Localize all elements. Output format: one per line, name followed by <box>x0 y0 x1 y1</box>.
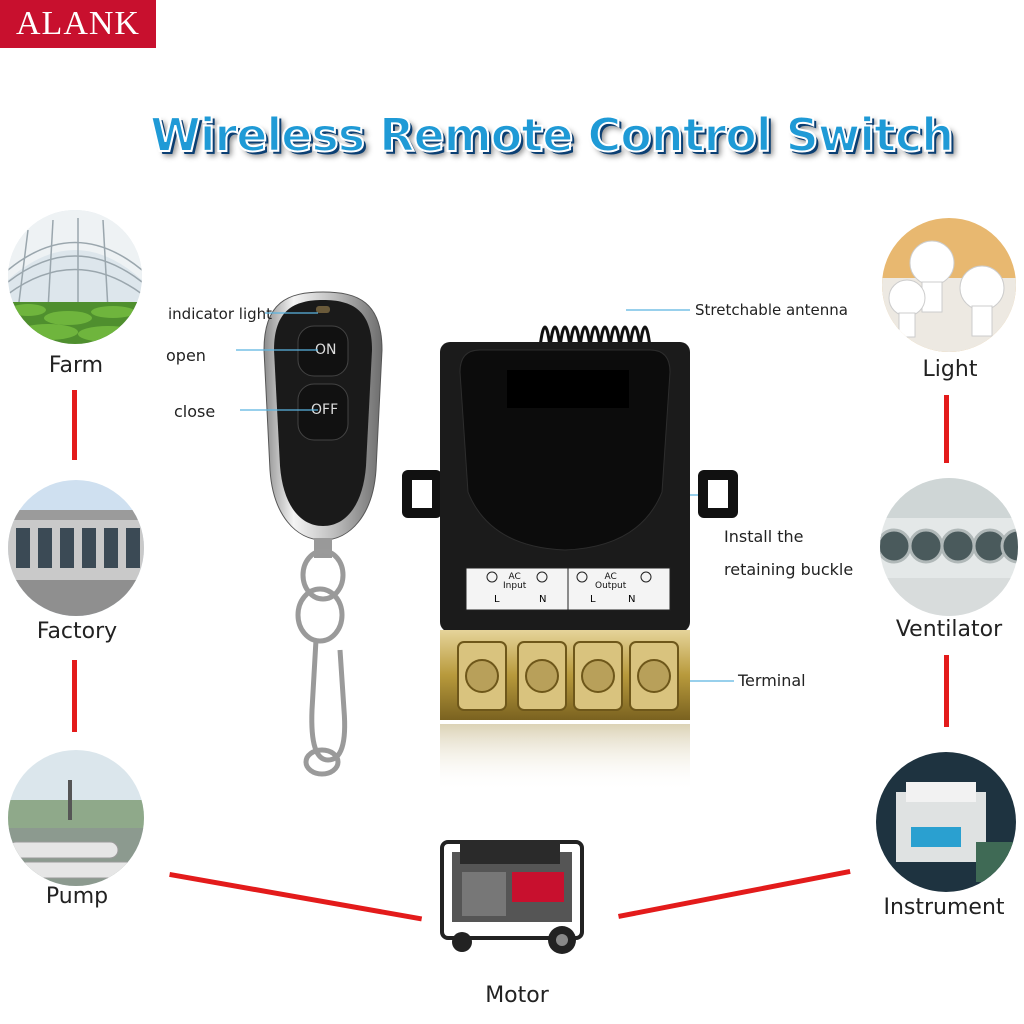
ac-output-text: Output <box>595 581 627 591</box>
open-label: open <box>166 346 206 365</box>
terminal-n-output: N <box>628 594 636 605</box>
buckle-label-line1: Install the <box>724 527 804 546</box>
ventilator-label: Ventilator <box>895 617 1003 642</box>
connector-line <box>72 660 77 732</box>
ac-output-top: AC <box>604 572 617 582</box>
indicator-light-label: indicator light <box>168 305 273 323</box>
factory-label: Factory <box>36 619 118 644</box>
ac-input-label: AC Input <box>503 573 526 591</box>
connector-line <box>944 395 949 463</box>
terminal-l-input: L <box>494 594 500 605</box>
antenna-label: Stretchable antenna <box>695 301 848 319</box>
terminal-n-input: N <box>539 594 547 605</box>
off-button-label: OFF <box>311 402 339 418</box>
terminal-l-output: L <box>590 594 596 605</box>
connector-line <box>72 390 77 460</box>
pump-label: Pump <box>45 884 109 909</box>
ac-input-text: Input <box>503 581 527 591</box>
ac-input-top: AC <box>508 572 521 582</box>
receiver-module <box>400 292 740 792</box>
page-title: Wireless Remote Control Switch <box>149 107 955 163</box>
remote-control <box>258 290 388 780</box>
close-label: close <box>174 402 216 421</box>
factory-photo <box>8 480 144 616</box>
motor-generator-photo <box>432 828 600 958</box>
connector-line <box>944 655 949 727</box>
farm-label: Farm <box>48 353 104 378</box>
buckle-label-line2: retaining buckle <box>724 560 854 579</box>
instrument-label: Instrument <box>883 895 1005 920</box>
brand-logo: ALANK <box>0 0 156 48</box>
ac-output-label: AC Output <box>595 573 626 591</box>
on-button-label: ON <box>315 342 337 358</box>
light-label: Light <box>922 357 978 382</box>
terminal-label: Terminal <box>738 671 806 690</box>
motor-label: Motor <box>485 983 549 1008</box>
